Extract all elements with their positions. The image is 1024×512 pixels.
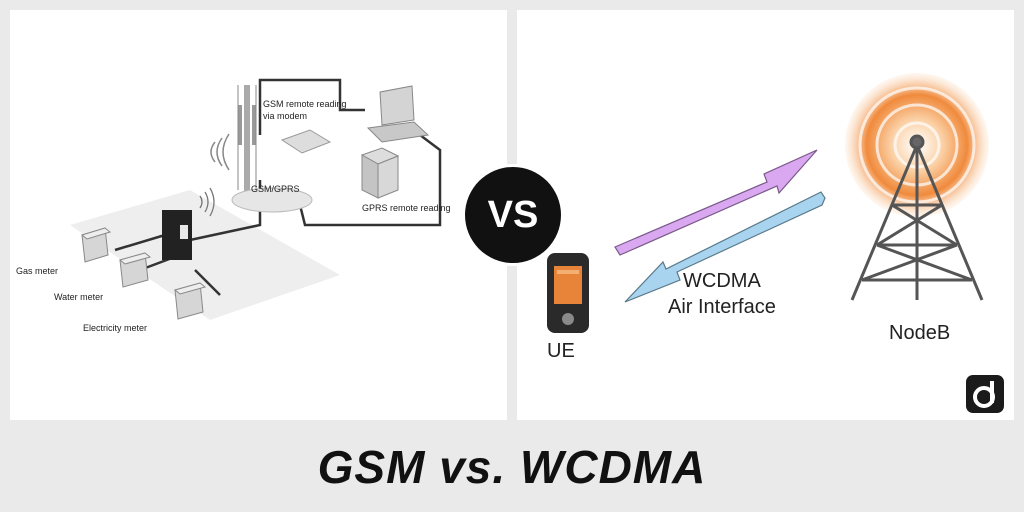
- gas-meter-icon: [80, 227, 112, 263]
- gsm-gprs-label: GSM/GPRS: [251, 184, 300, 194]
- computer-icon: [366, 85, 430, 143]
- water-meter-icon: [118, 252, 152, 288]
- ue-label: UE: [547, 340, 575, 362]
- wcdma-diagram-panel: WCDMA Air Interface UE NodeB: [517, 10, 1014, 420]
- floor-plane: [70, 190, 340, 320]
- vs-badge: VS: [465, 167, 561, 263]
- gsm-diagram-illustration: [70, 78, 442, 320]
- uplink-arrow: [614, 149, 818, 256]
- air-interface-label: WCDMA Air Interface: [668, 270, 776, 318]
- d-logo-icon: [966, 375, 1004, 413]
- wcdma-diagram-illustration: [547, 73, 989, 333]
- water-meter-label: Water meter: [54, 292, 104, 302]
- ue-phone-icon: [547, 253, 589, 333]
- page-title: GSM vs. WCDMA: [317, 441, 707, 493]
- server-icon: [360, 147, 400, 199]
- downlink-arrow: [624, 191, 826, 303]
- electricity-meter-label: Electricity meter: [83, 323, 148, 333]
- modem-device: [280, 129, 332, 154]
- gprs-remote-reading-label: GPRS remote reading: [362, 203, 451, 213]
- gsm-remote-reading-label: GSM remote reading via modem: [263, 99, 347, 121]
- antenna-tower: [210, 85, 257, 195]
- gsm-diagram-panel: GSM remote reading via modem GSM/GPRS GP…: [10, 10, 507, 420]
- meter-unit-icon: [162, 187, 215, 260]
- nodeb-tower-icon: [850, 134, 984, 301]
- gas-meter-label: Gas meter: [16, 266, 59, 276]
- electricity-meter-icon: [173, 282, 207, 320]
- gsm-gprs-hub: [231, 187, 313, 213]
- nodeb-label: NodeB: [889, 322, 951, 344]
